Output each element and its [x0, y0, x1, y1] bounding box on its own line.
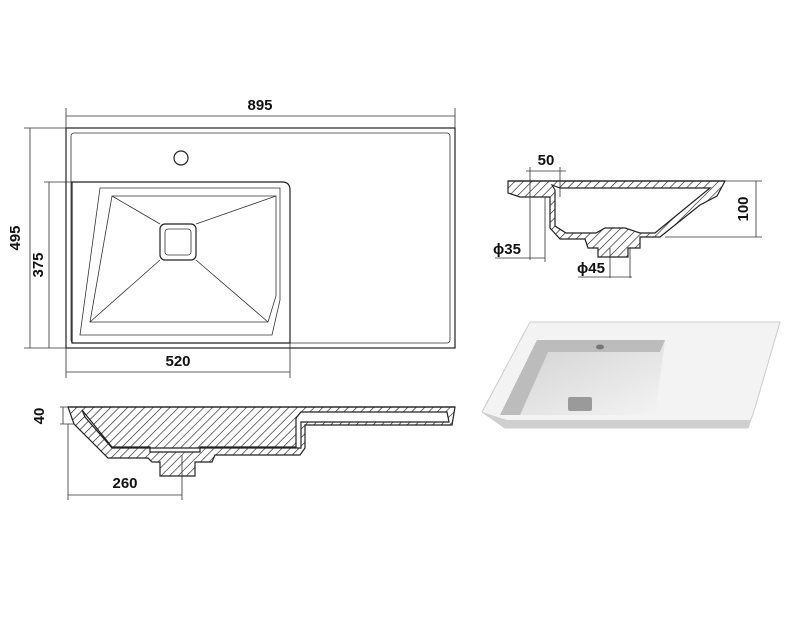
render-tap-hole-icon [596, 344, 604, 350]
front-section-view: 40 260 [31, 406, 456, 500]
basin-floor-edge [89, 195, 277, 323]
top-view: 895 495 375 520 [7, 97, 456, 378]
basin-diagonals [89, 195, 277, 323]
drain-icon [159, 223, 197, 261]
dim-depth-375: 375 [30, 252, 47, 277]
basin-slope-edge [79, 187, 281, 336]
side-section-view: 50 ϕ35 ϕ45 100 [493, 152, 762, 278]
dim-offset-260: 260 [112, 475, 137, 492]
countertop-outline [65, 127, 456, 349]
dim-width-895: 895 [247, 97, 272, 114]
dim-tap-hole-35: ϕ35 [493, 241, 521, 258]
dim-depth-495: 495 [7, 225, 24, 250]
dim-height-40: 40 [31, 408, 48, 425]
dim-height-100: 100 [735, 196, 752, 221]
dim-drain-45: ϕ45 [577, 260, 605, 277]
dim-width-520: 520 [165, 353, 190, 370]
countertop-inner-edge [70, 132, 451, 344]
render-drain-icon [568, 397, 592, 411]
tap-hole-icon [173, 150, 189, 166]
dim-tap-offset-50: 50 [538, 152, 555, 169]
basin-outline [71, 181, 291, 344]
sink-render-image [481, 321, 781, 429]
